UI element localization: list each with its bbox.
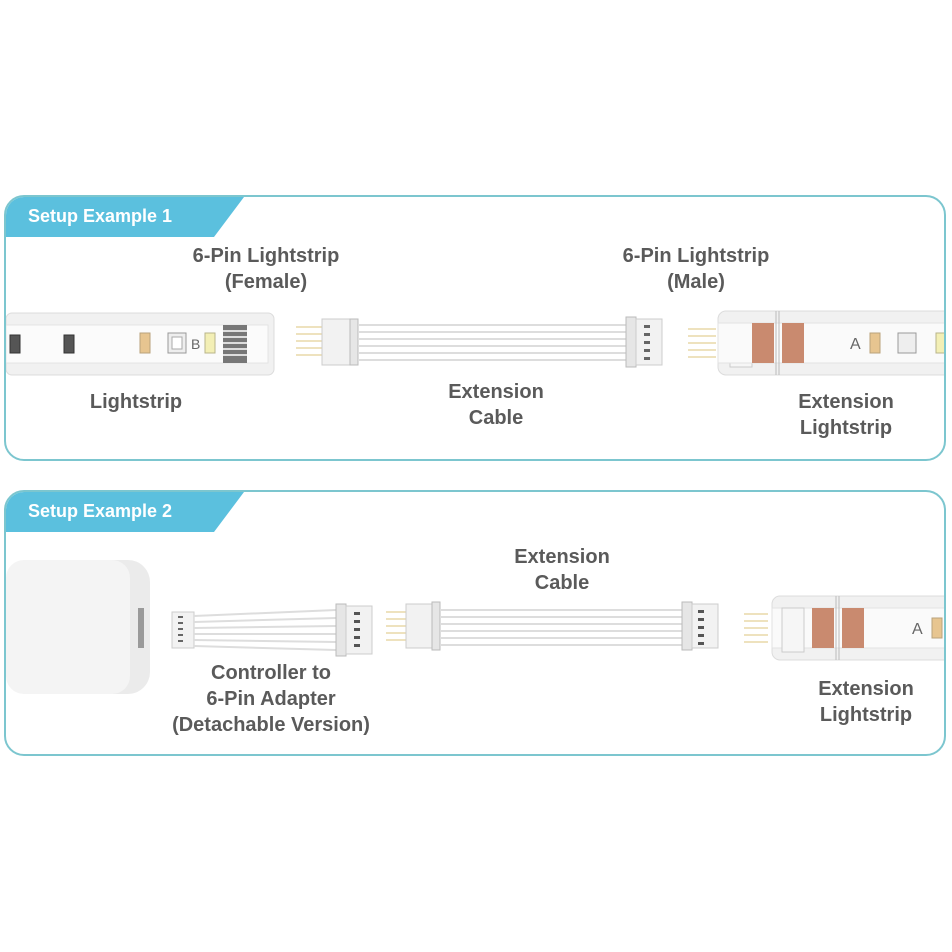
lightstrip-label: Lightstrip <box>89 391 183 413</box>
tab-background <box>6 492 244 532</box>
male-connector-label: 6-Pin Lightstrip (Male) <box>596 243 796 295</box>
adapter-label-line2: 6-Pin Adapter <box>206 688 336 710</box>
tab-background <box>6 197 244 237</box>
cable-label-line1: Extension <box>448 381 544 403</box>
adapter-label-line1: Controller to <box>211 662 331 684</box>
ext2-label-line2: Lightstrip <box>819 704 913 726</box>
marker-a: A <box>850 336 861 353</box>
ext-label-line1: Extension <box>798 391 894 413</box>
setup-example-1-panel: Setup Example 1 6-Pin Lightstrip (Female… <box>4 195 946 461</box>
ext2-label-line1: Extension <box>818 678 914 700</box>
controller-image <box>6 560 150 694</box>
cable2-label-line1: Extension <box>514 546 610 568</box>
extension-lightstrip-label: Extension Lightstrip <box>776 389 916 441</box>
lightstrip-female-image: B <box>6 312 275 376</box>
male-label-line1: 6-Pin Lightstrip <box>622 245 770 267</box>
setup-example-1-title: Setup Example 1 <box>28 206 173 226</box>
extension-lightstrip-male-image: A <box>688 310 944 376</box>
marker-a-2: A <box>912 621 923 638</box>
female-label-line2: (Female) <box>224 271 308 293</box>
extension-cable-2-image <box>386 601 719 651</box>
marker-b: B <box>191 336 200 352</box>
adapter-label: Controller to 6-Pin Adapter (Detachable … <box>146 660 396 738</box>
setup-example-2-tab: Setup Example 2 <box>6 492 266 532</box>
setup-example-1-tab: Setup Example 1 <box>6 197 266 237</box>
female-connector-label: 6-Pin Lightstrip (Female) <box>166 243 366 295</box>
ext-label-line2: Lightstrip <box>799 417 893 439</box>
extension-cable-2-label: Extension Cable <box>472 544 652 596</box>
extension-lightstrip-2-image: A <box>744 595 944 661</box>
extension-lightstrip-2-label: Extension Lightstrip <box>796 676 936 728</box>
female-label-line1: 6-Pin Lightstrip <box>192 245 340 267</box>
setup-example-2-title: Setup Example 2 <box>28 501 173 521</box>
extension-cable-image <box>296 316 663 368</box>
adapter-label-line3: (Detachable Version) <box>172 714 370 736</box>
adapter-cable-image <box>171 603 373 657</box>
cable2-label-line2: Cable <box>534 572 590 594</box>
extension-cable-label: Extension Cable <box>406 379 586 431</box>
setup-example-2-panel: Setup Example 2 Controller to 6-Pin Adap… <box>4 490 946 756</box>
male-label-line2: (Male) <box>667 271 725 293</box>
cable-label-line2: Cable <box>468 407 524 429</box>
